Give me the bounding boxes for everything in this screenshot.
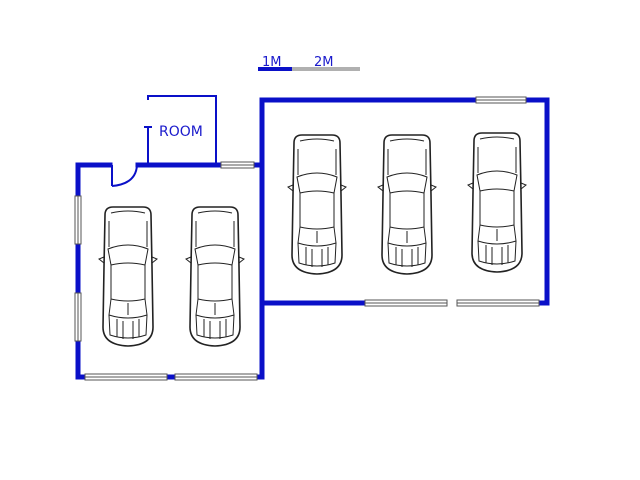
right-garage-wall-top-left bbox=[259, 97, 479, 168]
windows bbox=[74, 96, 540, 381]
window-left-bottom-2 bbox=[174, 373, 258, 381]
right-garage-wall-right bbox=[523, 97, 550, 306]
scale-label-2m: 2M bbox=[314, 55, 334, 70]
car-left-2 bbox=[185, 206, 245, 347]
room-walls: ROOM bbox=[144, 95, 217, 165]
car-right-3 bbox=[467, 132, 527, 273]
window-room-bottom bbox=[220, 161, 255, 169]
window-top-right bbox=[475, 96, 527, 104]
window-right-bottom-2 bbox=[456, 299, 540, 307]
door-arc bbox=[111, 164, 138, 187]
car-left-1 bbox=[98, 206, 158, 347]
window-left-upper bbox=[74, 195, 82, 245]
scale-label-1m: 1M bbox=[262, 55, 282, 70]
scale-bar: 1M 2M bbox=[258, 55, 360, 71]
car-right-2 bbox=[377, 134, 437, 275]
car-right-1 bbox=[287, 134, 347, 275]
left-garage-wall-left bbox=[75, 162, 113, 380]
window-left-bottom-1 bbox=[84, 373, 168, 381]
room-wall-top bbox=[147, 95, 217, 165]
door-swing bbox=[111, 164, 138, 187]
room-label: ROOM bbox=[159, 124, 203, 140]
window-left-lower bbox=[74, 292, 82, 342]
window-right-bottom-1 bbox=[364, 299, 448, 307]
